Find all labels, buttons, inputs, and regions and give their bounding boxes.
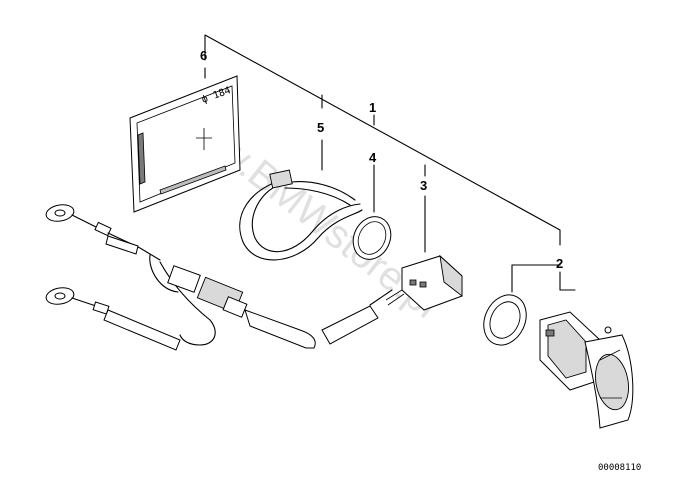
part-4-ring bbox=[352, 216, 392, 260]
part-6-label-sticker: ϕ 184 bbox=[129, 75, 241, 213]
callout-4: 4 bbox=[369, 150, 377, 165]
part-5-cable-strap bbox=[239, 169, 363, 261]
reference-number: 00008110 bbox=[598, 463, 641, 473]
part-3-connector bbox=[385, 254, 463, 311]
callout-1: 1 bbox=[369, 100, 376, 115]
callout-6: 6 bbox=[200, 48, 207, 63]
callout-2: 2 bbox=[556, 256, 563, 271]
part-1-cable-harness bbox=[45, 204, 393, 351]
callout-5: 5 bbox=[317, 120, 324, 135]
leader-lines bbox=[204, 34, 576, 293]
part-2-socket bbox=[539, 311, 634, 429]
part-2-nut-ring bbox=[483, 294, 527, 346]
callout-3: 3 bbox=[420, 178, 427, 193]
